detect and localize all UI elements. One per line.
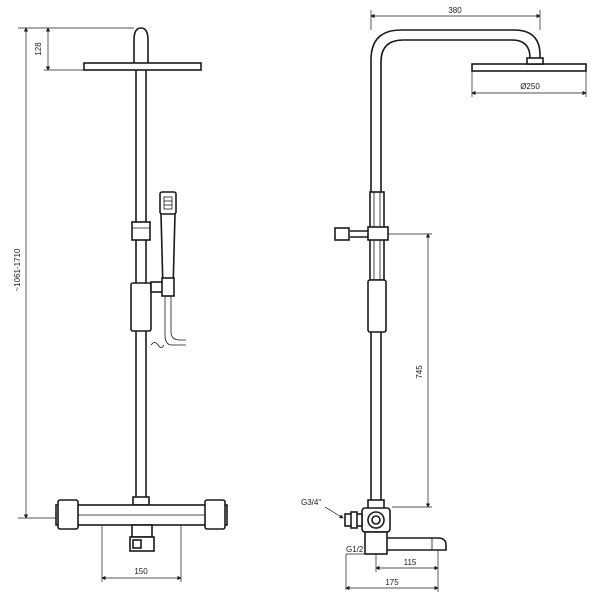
- dim-arm-length: 380: [370, 6, 541, 30]
- side-bath-spout: [387, 537, 447, 551]
- side-lower-sleeve: [367, 279, 387, 333]
- label-inlet-thread: G3/4": [301, 498, 344, 519]
- side-shower-arm: [370, 29, 541, 500]
- label-outlet-thread: G1/2: [345, 545, 365, 590]
- front-shower-head: [83, 62, 202, 71]
- dim-spout-length-label: 115: [404, 558, 417, 567]
- dim-head-height-label: 128: [34, 42, 43, 56]
- dim-head-diameter: Ø250: [471, 71, 587, 97]
- dim-spout-length: 115: [375, 550, 439, 572]
- dim-base-width-label: 150: [134, 567, 148, 576]
- side-view: 380 Ø250 745 G3/4" G1/2: [301, 6, 587, 592]
- side-slider-clamp: [367, 226, 389, 241]
- side-thermostatic-mixer: [344, 507, 391, 555]
- front-hose-holder: [150, 281, 164, 293]
- front-bath-spout: [129, 524, 155, 552]
- dim-total-height: ~1061-1710: [13, 27, 56, 519]
- dim-slide-range: 745: [388, 233, 432, 508]
- side-holder-lever: [334, 227, 368, 241]
- dim-slide-range-label: 745: [415, 365, 424, 379]
- dim-mixer-depth: 175: [345, 572, 439, 592]
- dim-mixer-depth-label: 175: [385, 578, 399, 587]
- front-view: 128 ~1061-1710 150: [13, 27, 228, 582]
- front-thermostatic-mixer: [55, 499, 228, 530]
- dim-head-height: 128: [34, 27, 134, 71]
- front-riser-top: [133, 27, 149, 63]
- front-lower-sleeve: [130, 282, 152, 332]
- dim-arm-length-label: 380: [448, 6, 462, 15]
- front-hose: [164, 296, 186, 346]
- side-shower-head: [471, 63, 587, 72]
- label-inlet-thread-text: G3/4": [301, 498, 321, 507]
- label-outlet-thread-text: G1/2: [346, 545, 364, 554]
- front-slider-clamp: [131, 221, 151, 241]
- front-hand-shower: [159, 191, 177, 297]
- dim-base-width: 150: [101, 525, 182, 582]
- dim-total-height-label: ~1061-1710: [13, 248, 22, 291]
- dim-head-diameter-label: Ø250: [520, 82, 540, 91]
